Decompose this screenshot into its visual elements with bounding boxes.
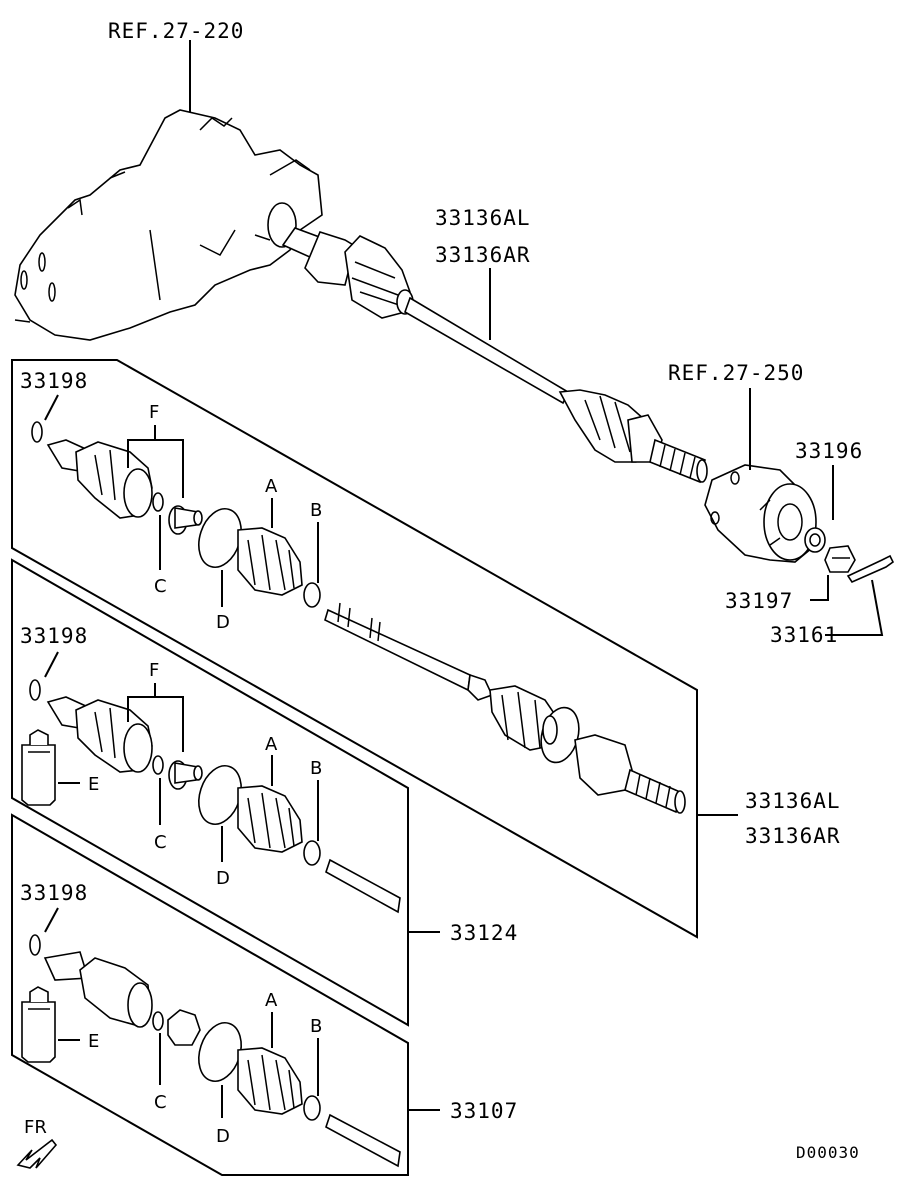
leader-33198-2: [44, 651, 59, 678]
part-33196-label: 33196: [795, 439, 863, 463]
shaft-part-number-al-top: 33136AL: [435, 206, 531, 230]
letter-d-3: D: [216, 1126, 230, 1147]
part-33197-label: 33197: [725, 589, 793, 613]
snap-ring-c-3: [152, 1011, 164, 1031]
grease-pack-e-3: [21, 986, 56, 1063]
snap-ring-c-1: [152, 492, 164, 512]
letter-e-2: E: [88, 774, 99, 795]
shaft-stub-3: [325, 1113, 401, 1168]
grease-pack-e-2: [21, 729, 56, 806]
transaxle-housing: [14, 109, 323, 341]
boot-band-b-3: [303, 1095, 321, 1121]
panel-33107-border: [11, 813, 409, 1176]
inner-boot-a-3: [237, 1047, 303, 1115]
wheel-hub: [704, 464, 817, 563]
letter-b-3: B: [310, 1016, 322, 1037]
boot-band-b-2: [303, 840, 321, 866]
inner-boot-a-1: [237, 527, 303, 596]
drive-shaft-panel-1: [324, 602, 686, 814]
letter-d-2: D: [216, 868, 230, 889]
shaft-part-number-ar-top: 33136AR: [435, 243, 531, 267]
letter-c-1: C: [154, 576, 167, 597]
snap-ring-c-2: [152, 755, 164, 775]
circlip-33198-1: [31, 421, 43, 443]
leader-33161: [825, 579, 884, 636]
shaft-part-number-al-mid: 33136AL: [745, 789, 841, 813]
circlip-33198-label-1: 33198: [20, 369, 88, 393]
circlip-33198-3: [29, 934, 41, 956]
shaft-part-number-ar-mid: 33136AR: [745, 824, 841, 848]
letter-d-1: D: [216, 612, 230, 633]
letter-a-2: A: [265, 734, 278, 755]
leader-33198-1: [44, 394, 59, 421]
letter-b-2: B: [310, 758, 322, 779]
front-direction-arrow-icon: [16, 1138, 58, 1169]
letter-f-1: F: [149, 402, 159, 423]
inner-joint-housing-3: [43, 951, 153, 1028]
leader-33197: [810, 575, 829, 601]
front-direction-label: FR: [24, 1117, 47, 1138]
panel-33136-border: [11, 359, 698, 939]
hub-nut-33197: [824, 545, 856, 573]
part-33161-label: 33161: [770, 623, 838, 647]
circlip-33198-label-3: 33198: [20, 881, 88, 905]
inner-boot-a-2: [237, 785, 303, 853]
ref-27-250-label: REF.27-250: [668, 361, 804, 385]
circlip-33198-2: [29, 679, 41, 701]
spider-assembly-f-1: [168, 505, 203, 535]
inner-tripod-housing-1: [46, 439, 153, 519]
drive-shaft-assembly-top: [281, 227, 708, 484]
letter-a-1: A: [265, 476, 278, 497]
panel-33124-border: [11, 558, 409, 1027]
shaft-stub-2: [325, 858, 401, 914]
ref-27-220-label: REF.27-220: [108, 19, 244, 43]
part-33124-label: 33124: [450, 921, 518, 945]
part-33107-label: 33107: [450, 1099, 518, 1123]
boot-band-b-1: [303, 582, 321, 608]
circlip-33198-label-2: 33198: [20, 624, 88, 648]
letter-c-3: C: [154, 1092, 167, 1113]
tripod-joint-3: [167, 1009, 201, 1046]
cotter-pin-33161: [846, 554, 895, 584]
letter-a-3: A: [265, 990, 278, 1011]
diagram-code: D00030: [796, 1143, 860, 1162]
letter-c-2: C: [154, 832, 167, 853]
washer-33196: [804, 527, 826, 553]
letter-e-3: E: [88, 1031, 99, 1052]
letter-b-1: B: [310, 500, 322, 521]
inner-tripod-housing-2: [46, 696, 153, 773]
letter-f-2: F: [149, 660, 159, 681]
spider-assembly-f-2: [168, 760, 203, 790]
leader-33198-3: [44, 907, 59, 933]
